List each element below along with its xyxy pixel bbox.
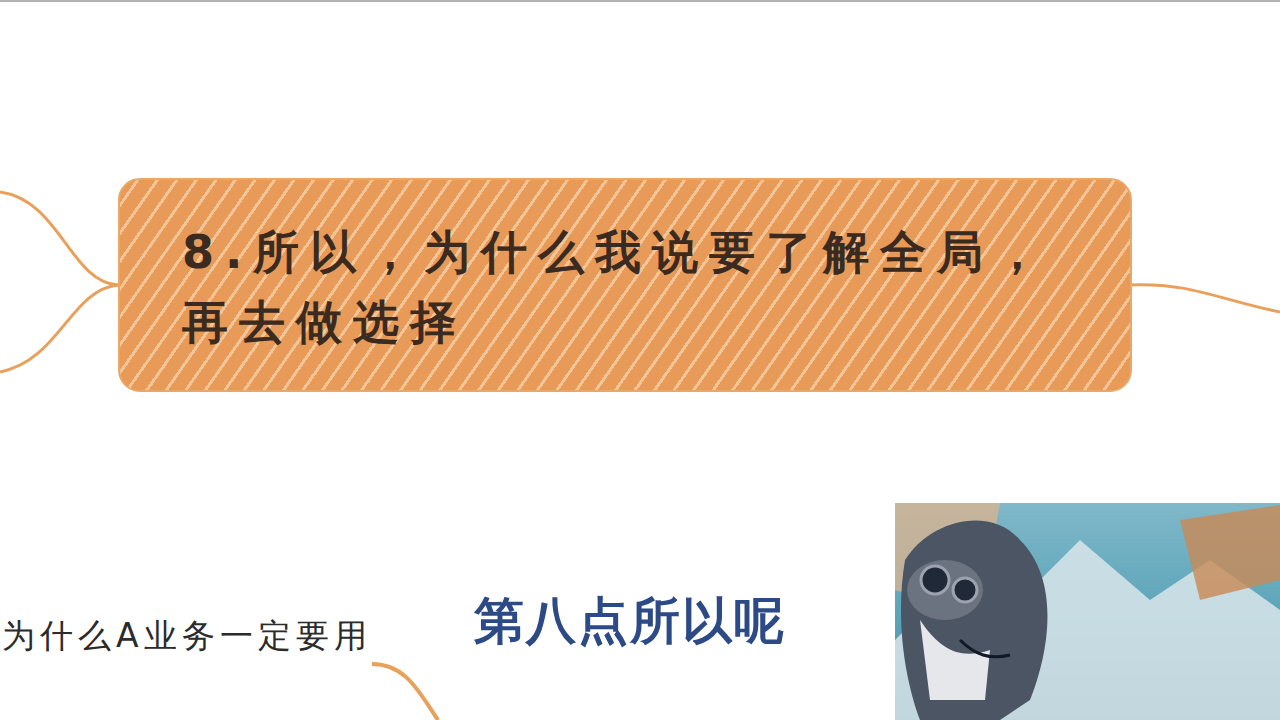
branch-text: 为什么A业务一定要用 <box>2 614 372 659</box>
topic-text: 8.所以，为什么我说要了解全局， 再去做选择 <box>182 217 1062 357</box>
corner-illustration <box>895 503 1280 720</box>
subtitle-caption: 第八点所以呢 <box>474 588 786 655</box>
branch-line <box>1128 285 1280 312</box>
branch-line <box>372 664 438 720</box>
branch-line <box>0 192 118 285</box>
topic-box: 8.所以，为什么我说要了解全局， 再去做选择 <box>118 178 1132 392</box>
branch-line <box>0 285 118 372</box>
top-rule <box>0 0 1280 2</box>
